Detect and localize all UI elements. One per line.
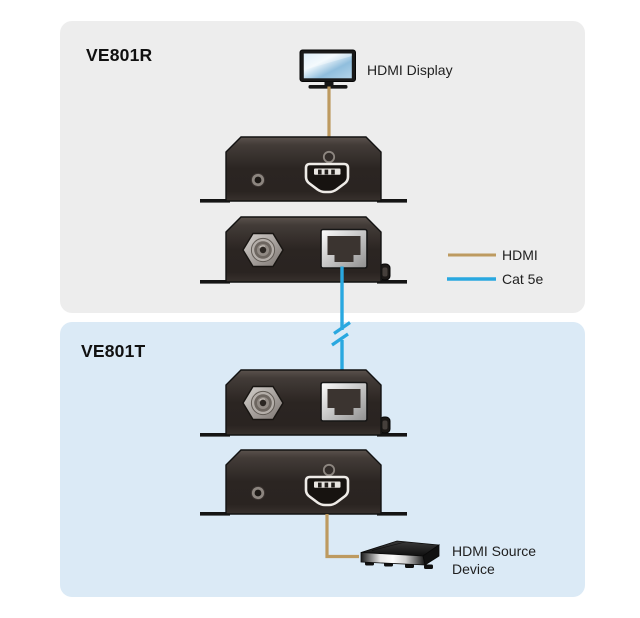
receiver-front-device: [198, 135, 409, 204]
transmitter-front-device: [198, 448, 409, 517]
cable-break-icon: [331, 321, 351, 347]
hdmi-cable-source: [325, 514, 359, 559]
legend-cat5e-label: Cat 5e: [502, 271, 544, 287]
cat5e-cable: [331, 266, 351, 373]
receiver-section-title: VE801R: [86, 45, 153, 65]
hdmi-display-icon: [299, 49, 356, 89]
transmitter-section-title: VE801T: [81, 341, 146, 361]
hdmi-source-device-icon: [360, 540, 441, 569]
hdmi-source-label: HDMI Source Device: [452, 543, 537, 577]
hdmi-display-label: HDMI Display: [367, 62, 453, 78]
receiver-rear-device: [199, 216, 408, 285]
legend-hdmi-label: HDMI: [502, 247, 538, 263]
transmitter-rear-device: [199, 369, 408, 438]
